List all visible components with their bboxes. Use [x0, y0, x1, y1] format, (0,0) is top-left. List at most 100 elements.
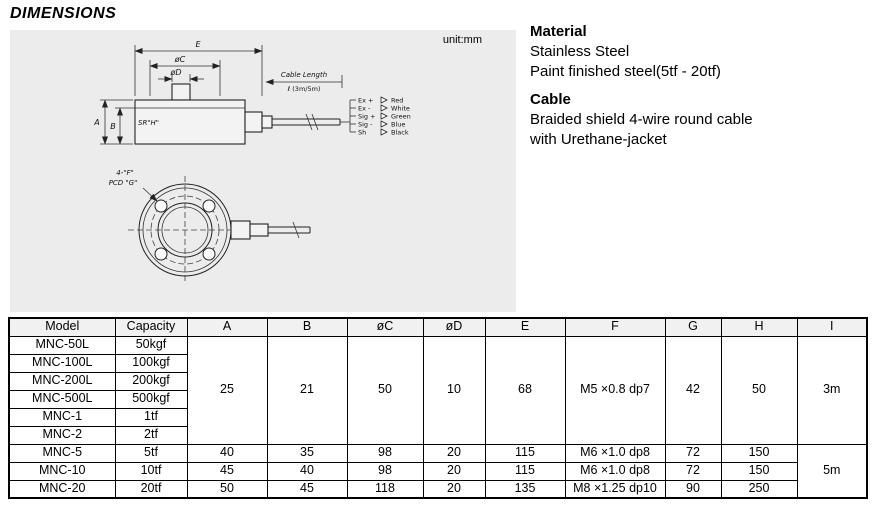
wire-row: Sh Black [350, 128, 409, 137]
dim-cell-f: M6 ×1.0 dp8 [564, 443, 666, 463]
cable-gland-shape [261, 115, 273, 129]
dimensions-table: Model Capacity A B øC øD E F G H I MNC-5… [8, 317, 868, 499]
dim-cell-e: 115 [484, 443, 566, 463]
holes-label: 4-"F" [116, 169, 133, 177]
loadcell-front-view: 4-"F" PCD "G" [109, 169, 311, 284]
cable-length-annotation: Cable Length ℓ (3m/5m) [265, 71, 343, 93]
cable-line: with Urethane-jacket [530, 131, 667, 148]
bolt-hole [202, 199, 216, 213]
capacity-cell: 5tf [114, 443, 188, 463]
dim-cell-a: 45 [186, 461, 268, 481]
dim-A: A [93, 99, 133, 145]
pcd-label: PCD "G" [109, 179, 138, 187]
col-header-b: B [266, 317, 348, 337]
col-header-capacity: Capacity [114, 317, 188, 337]
wire-triangle-icon [380, 96, 388, 104]
model-cell: MNC-50L [8, 335, 116, 355]
table-row: MNC-1 1tf [8, 407, 867, 427]
pcd-circle [150, 195, 220, 265]
dim-cell-h: 50 [720, 335, 798, 445]
table-row: MNC-5 5tf 40 35 98 20 115 M6 ×1.0 dp8 72… [8, 443, 868, 499]
wire-row: Sig - Blue [350, 120, 405, 129]
wire-signal-label: Sh [358, 129, 366, 137]
dim-cell-phic: 98 [346, 461, 424, 481]
srh-label: SR"H" [138, 119, 159, 127]
table-row: MNC-10 10tf 45 40 98 20 115 M6 ×1.0 dp8 … [8, 461, 867, 481]
wire-row: Ex - White [350, 104, 410, 113]
dim-cell-f: M5 ×0.8 dp7 [564, 335, 666, 445]
dim-cell-a: 40 [186, 443, 268, 463]
wire-triangle-icon [380, 104, 388, 112]
dim-cell-b: 21 [266, 335, 348, 445]
wire-row: Ex + Red [350, 96, 403, 105]
dim-cell-h: 150 [720, 443, 798, 463]
cable-heading: Cable [530, 91, 571, 108]
dim-cell-f: M6 ×1.0 dp8 [564, 461, 666, 481]
dim-phiC-label: øC [174, 55, 186, 64]
table-row: MNC-20 20tf 50 45 118 20 135 M8 ×1.25 dp… [8, 479, 867, 499]
model-cell: MNC-200L [8, 371, 116, 391]
dim-cell-phid: 10 [422, 335, 486, 445]
dim-cell-b: 40 [266, 461, 348, 481]
table-row: MNC-50L 50kgf 25 21 50 10 68 M5 ×0.8 dp7… [8, 335, 868, 445]
dim-cell-b: 35 [266, 443, 348, 463]
dim-cell-a: 25 [186, 335, 268, 445]
capacity-cell: 1tf [114, 407, 188, 427]
cable-length-label: Cable Length [281, 71, 327, 79]
material-line: Stainless Steel [530, 43, 630, 60]
dim-cell-g: 72 [664, 461, 722, 481]
cable-break-icon [292, 221, 300, 239]
wire-triangle-icon [380, 112, 388, 120]
model-cell: MNC-20 [8, 479, 116, 499]
col-header-f: F [564, 317, 666, 337]
dim-cell-phid: 20 [422, 443, 486, 463]
dim-cell-phic: 118 [346, 479, 424, 499]
wire-color-label: Green [391, 113, 411, 121]
col-header-i: I [796, 317, 868, 337]
model-cell: MNC-5 [8, 443, 116, 463]
dim-cell-g: 42 [664, 335, 722, 445]
dim-cell-phic: 98 [346, 443, 424, 463]
dim-phiD: øD [158, 68, 204, 82]
model-cell: MNC-2 [8, 425, 116, 445]
dim-cell-h: 250 [720, 479, 798, 499]
spacer [530, 82, 870, 90]
wire-color-label: Blue [391, 121, 405, 129]
dim-cell-i: 5m [796, 443, 868, 499]
dim-cell-g: 90 [664, 479, 722, 499]
wire-signal-label: Sig - [358, 121, 373, 129]
table-header-row: Model Capacity A B øC øD E F G H I [8, 317, 868, 337]
dim-cell-i: 3m [796, 335, 868, 445]
dim-cell-e: 115 [484, 461, 566, 481]
technical-drawing: SR"H" E øC [93, 40, 411, 284]
front-gland-shape [249, 223, 269, 237]
wire-color-label: Red [391, 97, 403, 105]
wire-color-label: White [391, 105, 410, 113]
material-line: Paint finished steel(5tf - 20tf) [530, 63, 721, 80]
col-header-g: G [664, 317, 722, 337]
capacity-cell: 20tf [114, 479, 188, 499]
wire-triangle-icon [380, 120, 388, 128]
col-header-e: E [484, 317, 566, 337]
bolt-hole [154, 199, 168, 213]
capacity-cell: 200kgf [114, 371, 188, 391]
dim-cell-phid: 20 [422, 461, 486, 481]
capacity-cell: 500kgf [114, 389, 188, 409]
material-heading: Material [530, 23, 587, 40]
cable-connector-shape [244, 111, 263, 133]
col-header-h: H [720, 317, 798, 337]
model-cell: MNC-10 [8, 461, 116, 481]
dim-cell-a: 50 [186, 479, 268, 499]
dim-cell-e: 135 [484, 479, 566, 499]
table-row: MNC-100L 100kgf [8, 353, 867, 373]
dim-cell-phic: 50 [346, 335, 424, 445]
dim-cell-g: 72 [664, 443, 722, 463]
capacity-cell: 50kgf [114, 335, 188, 355]
model-cell: MNC-1 [8, 407, 116, 427]
model-cell: MNC-500L [8, 389, 116, 409]
front-connector-shape [230, 220, 251, 240]
wire-color-label: Black [391, 129, 409, 137]
dim-E-label: E [195, 40, 201, 49]
wire-signal-label: Ex - [358, 105, 371, 113]
col-header-phid: øD [422, 317, 486, 337]
